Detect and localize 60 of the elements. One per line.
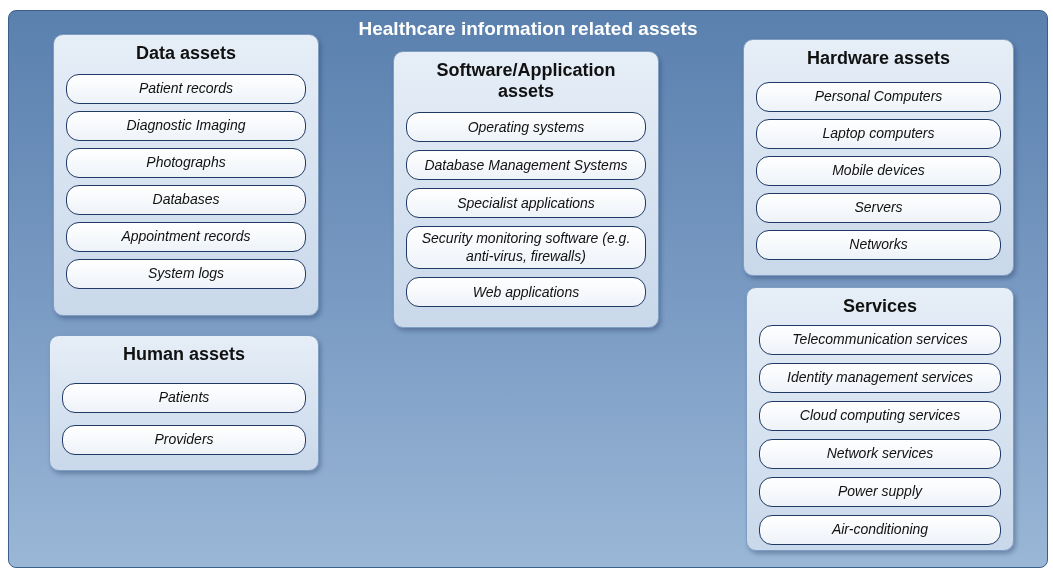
item-box xyxy=(66,147,306,178)
item-label: Servers xyxy=(854,198,903,217)
group-box xyxy=(743,39,1014,276)
item-label: Power supply xyxy=(837,482,922,501)
item-label: Mobile devices xyxy=(832,161,925,180)
item-box xyxy=(62,424,306,455)
item-label: Personal Computers xyxy=(814,87,943,106)
item-label: Specialist applications xyxy=(457,194,595,213)
item-label: Networks xyxy=(849,235,908,254)
group-box xyxy=(746,287,1014,551)
item-box xyxy=(759,514,1001,545)
item-box xyxy=(406,112,646,143)
item-label: Telecommunication services xyxy=(792,330,968,349)
item-box xyxy=(759,400,1001,431)
item-box xyxy=(406,277,646,308)
item-label: Laptop computers xyxy=(822,124,935,143)
item-label: Cloud computing services xyxy=(799,406,961,425)
item-box xyxy=(66,258,306,289)
outer-panel xyxy=(8,10,1048,568)
item-box xyxy=(756,192,1001,223)
item-label: Patient records xyxy=(138,79,234,98)
item-box xyxy=(759,324,1001,355)
item-label: Providers xyxy=(154,430,214,449)
item-label: Network services xyxy=(826,444,934,463)
item-label: Patients xyxy=(158,388,210,407)
item-label: Databases xyxy=(152,190,220,209)
item-label: Air-conditioning xyxy=(831,520,929,539)
item-box xyxy=(66,184,306,215)
item-box xyxy=(759,476,1001,507)
group-box xyxy=(49,335,319,471)
item-label: Operating systems xyxy=(467,118,585,137)
group-title: Data assets xyxy=(135,43,237,64)
group-box xyxy=(53,34,319,316)
item-label: Diagnostic Imaging xyxy=(126,116,246,135)
item-box xyxy=(756,81,1001,112)
item-box xyxy=(406,150,646,181)
item-box xyxy=(756,118,1001,149)
item-label: Web applications xyxy=(472,283,580,302)
item-label: Appointment records xyxy=(121,227,251,246)
item-box xyxy=(756,229,1001,260)
item-box xyxy=(62,382,306,413)
item-box xyxy=(756,155,1001,186)
item-box xyxy=(759,438,1001,469)
item-box xyxy=(66,221,306,252)
panel-title: Healthcare information related assets xyxy=(357,18,699,40)
item-box xyxy=(406,188,646,219)
item-box xyxy=(66,110,306,141)
item-label: Identity management services xyxy=(787,368,973,387)
group-title: Human assets xyxy=(122,344,246,365)
group-box xyxy=(393,51,659,328)
item-label: Security monitoring software (e.g. anti-virus, firewalls) xyxy=(420,230,632,266)
item-box xyxy=(66,73,306,104)
item-box xyxy=(406,226,646,270)
item-label: Photographs xyxy=(146,153,226,172)
group-title: Hardware assets xyxy=(806,48,951,69)
item-label: System logs xyxy=(147,264,225,283)
group-title: Services xyxy=(842,296,918,317)
item-box xyxy=(759,362,1001,393)
item-label: Database Management Systems xyxy=(424,156,628,175)
group-title: Software/Application assets xyxy=(435,60,617,102)
